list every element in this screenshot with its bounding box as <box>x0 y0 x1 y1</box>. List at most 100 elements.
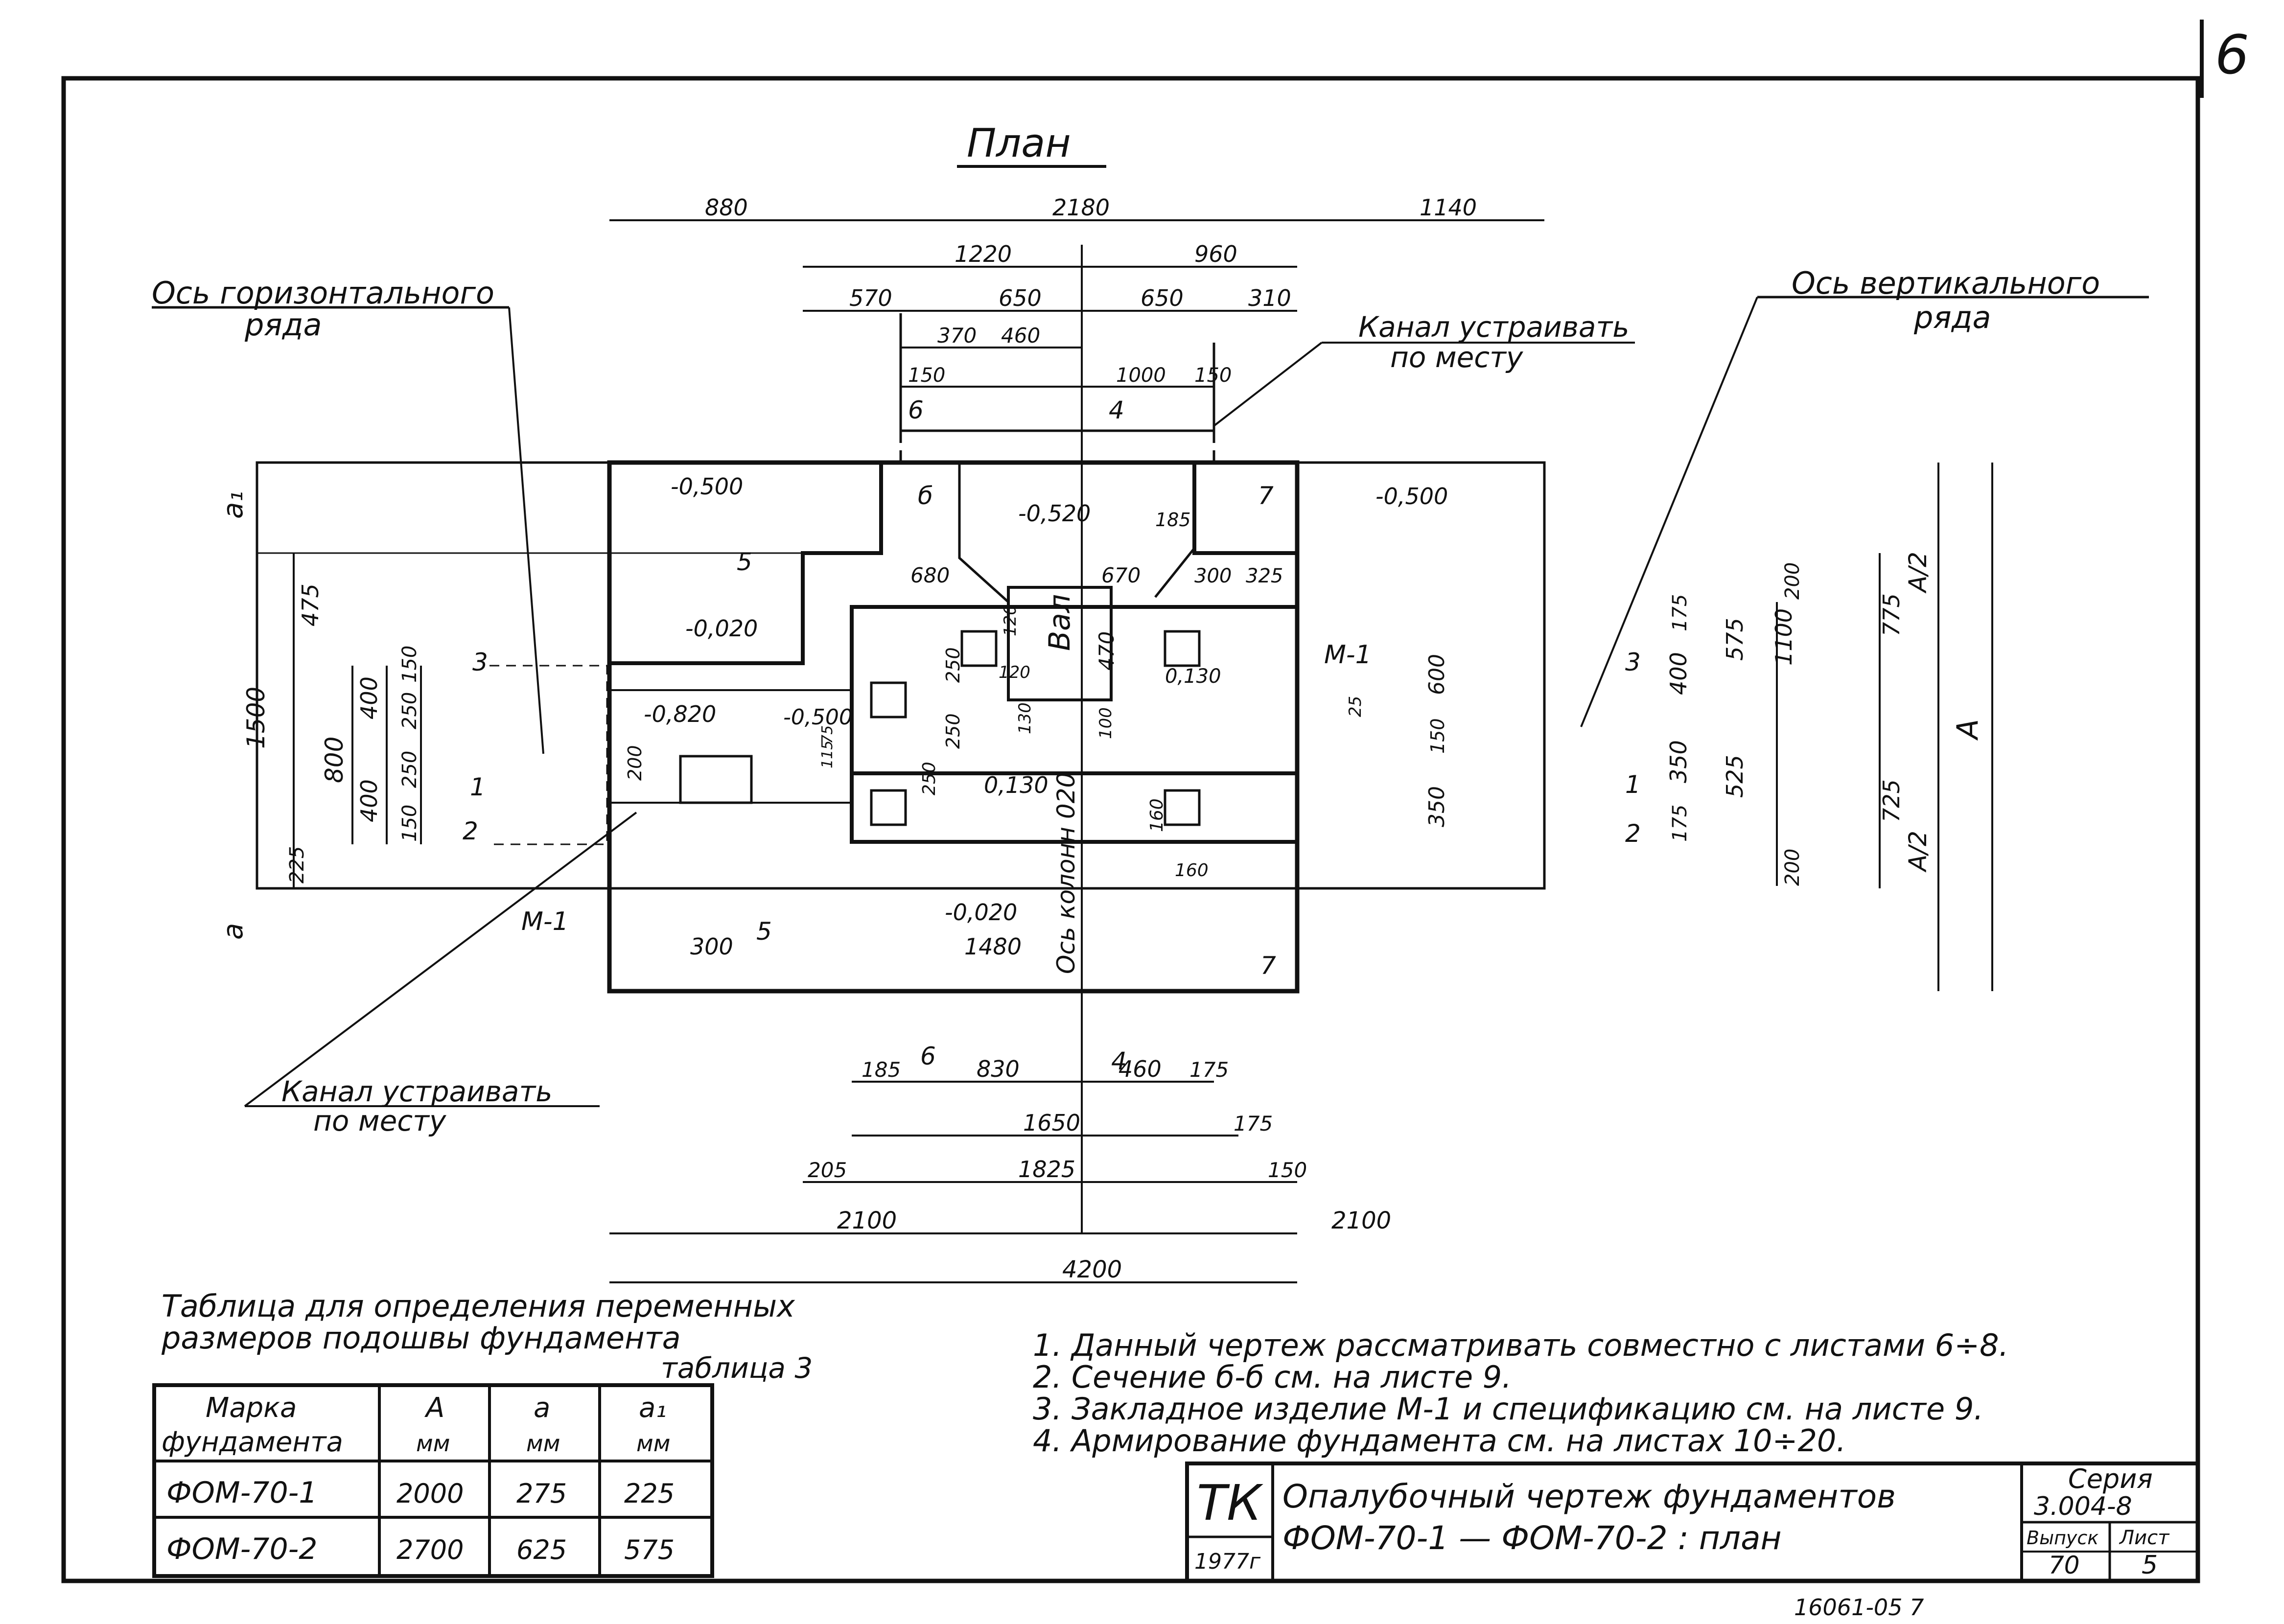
svg-text:1: 1 <box>470 773 486 801</box>
dim-l-225: 225 <box>286 846 308 883</box>
shaft-label: Вал <box>1043 594 1077 651</box>
symbol-A: А <box>1951 719 1985 741</box>
note-4: 4. Армирование фундамента см. на листах … <box>1033 1423 1846 1459</box>
svg-text:120: 120 <box>1001 604 1020 636</box>
axis-symbols: a₁ a А А/2 А/2 М-1 М-1 <box>217 491 1985 940</box>
dim-2100a: 2100 <box>837 1207 897 1234</box>
dim-l-400a: 400 <box>356 676 382 719</box>
svg-text:Ось горизонтального: Ось горизонтального <box>152 275 494 311</box>
svg-text:6: 6 <box>908 396 924 424</box>
elevation-marks: -0,500 -0,500 -0,520 -0,020 -0,820 -0,50… <box>644 473 1448 926</box>
svg-text:25: 25 <box>1346 696 1365 717</box>
svg-text:Таблица для определения переме: Таблица для определения переменных <box>162 1288 795 1324</box>
svg-text:100: 100 <box>1096 707 1116 739</box>
symbol-a: a <box>217 923 249 940</box>
table-row-1-a: 275 <box>516 1478 567 1509</box>
svg-text:по месту: по месту <box>1390 341 1523 374</box>
foundation-plan: Вал Ось колонн 020 <box>256 245 1546 1233</box>
dim-r-200b: 200 <box>1781 849 1804 886</box>
elev-5: -0,820 <box>644 701 716 727</box>
dim-1140: 1140 <box>1420 194 1477 221</box>
table-row-1-mark: ФОМ-70-1 <box>166 1476 317 1510</box>
title-block: ТК 1977г Опалубочный чертеж фундаментов … <box>1185 1462 2200 1583</box>
series-label: Серия <box>2068 1463 2153 1494</box>
header-mark-1: Марка <box>206 1392 297 1424</box>
svg-text:350: 350 <box>1424 786 1449 827</box>
svg-text:130: 130 <box>1015 702 1035 734</box>
svg-text:таблица 3: таблица 3 <box>661 1351 813 1385</box>
note-2: 2. Сечение б-б см. на листе 9. <box>1033 1359 1512 1395</box>
svg-text:250: 250 <box>942 713 964 749</box>
issue-value: 70 <box>2049 1551 2080 1579</box>
header-mark-2: фундамента <box>162 1426 343 1458</box>
variable-size-table-caption: Таблица для определения переменных разме… <box>161 1288 813 1385</box>
svg-text:ряда: ряда <box>1913 300 1991 335</box>
svg-text:7: 7 <box>1260 951 1276 980</box>
sheet-number: 6 <box>2215 23 2249 86</box>
svg-text:б: б <box>918 482 933 510</box>
svg-text:160: 160 <box>1175 860 1209 881</box>
elev-2: -0,500 <box>1375 483 1448 510</box>
svg-text:Ось вертикального: Ось вертикального <box>1792 265 2100 301</box>
dim-650a: 650 <box>999 285 1042 311</box>
dim-r-400: 400 <box>1665 652 1692 695</box>
elev-9: -0,020 <box>945 899 1017 926</box>
svg-text:Канал устраивать: Канал устраивать <box>1358 310 1629 344</box>
dim-l-150b: 150 <box>398 805 421 842</box>
dim-650b: 650 <box>1141 285 1184 311</box>
dim-310: 310 <box>1248 285 1291 311</box>
svg-text:4: 4 <box>1109 396 1124 424</box>
elev-4: -0,020 <box>685 615 758 642</box>
header-a1: a₁ <box>639 1392 667 1424</box>
dim-r-175b: 175 <box>1669 805 1691 842</box>
svg-text:размеров подошвы фундамента: размеров подошвы фундамента <box>161 1320 681 1356</box>
vertical-row-axis-label: Ось вертикального ряда <box>1580 265 2149 727</box>
symbol-A-half-bottom: А/2 <box>1904 831 1932 873</box>
right-dimensions: 175 400 575 1100 775 200 350 525 175 725… <box>1665 463 1993 991</box>
title-block-title-1: Опалубочный чертеж фундаментов <box>1282 1478 1896 1515</box>
dim-150c: 150 <box>1268 1158 1307 1182</box>
top-dimensions: 880 2180 1140 1220 960 570 650 650 310 3… <box>609 194 1544 388</box>
table-row-2-a: 625 <box>516 1534 567 1565</box>
channel-note-top: Канал устраивать по месту <box>1213 310 1635 427</box>
archive-stamp: 16061-05 7 <box>1794 1594 1924 1621</box>
dim-r-350: 350 <box>1665 740 1692 783</box>
dim-l-1500: 1500 <box>242 687 270 749</box>
sheet-value: 5 <box>2142 1551 2158 1580</box>
section-marks: 1 2 3 4 5 6 7 б 1 2 3 4 5 6 7 <box>463 396 1641 1075</box>
svg-text:2: 2 <box>1625 819 1641 848</box>
dim-1000: 1000 <box>1116 364 1166 387</box>
dim-1650: 1650 <box>1023 1110 1080 1136</box>
svg-text:200: 200 <box>624 745 646 781</box>
dim-205: 205 <box>808 1158 847 1182</box>
elev-1: -0,500 <box>671 473 743 500</box>
column-axis-label: Ось колонн 020 <box>1052 772 1080 974</box>
dim-r-1100: 1100 <box>1771 608 1797 666</box>
dim-r-575: 575 <box>1722 618 1748 661</box>
svg-text:115: 115 <box>819 741 836 768</box>
svg-text:250: 250 <box>942 647 964 683</box>
dim-880: 880 <box>705 194 748 221</box>
dim-r-175a: 175 <box>1669 594 1691 631</box>
table-row-2-A: 2700 <box>396 1534 464 1565</box>
header-a1-unit: мм <box>636 1430 670 1457</box>
dim-570: 570 <box>849 285 892 311</box>
svg-text:250: 250 <box>919 762 939 795</box>
dim-1825: 1825 <box>1018 1156 1075 1183</box>
svg-text:75: 75 <box>819 725 836 744</box>
dim-2180: 2180 <box>1052 194 1110 221</box>
dim-150a: 150 <box>908 364 945 387</box>
series-value: 3.004-8 <box>2034 1492 2132 1521</box>
header-a-unit: мм <box>526 1430 560 1457</box>
dim-830: 830 <box>977 1056 1020 1082</box>
table-row-2-a1: 575 <box>624 1534 675 1565</box>
svg-text:5: 5 <box>756 917 772 946</box>
left-dimensions: 475 1500 800 400 400 150 250 250 150 225 <box>242 553 422 888</box>
svg-text:Канал устраивать: Канал устраивать <box>281 1075 552 1108</box>
symbol-a1: a₁ <box>217 491 249 519</box>
note-1: 1. Данный чертеж рассматривать совместно… <box>1033 1327 2008 1363</box>
issue-label: Выпуск <box>2027 1527 2098 1549</box>
dim-460: 460 <box>1001 324 1040 348</box>
dim-l-400b: 400 <box>356 779 382 822</box>
